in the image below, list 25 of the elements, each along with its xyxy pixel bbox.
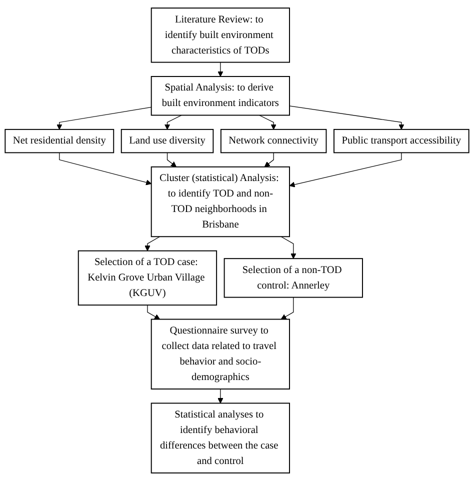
node-box: Net residential density [4,128,114,154]
arrow [218,388,224,404]
arrow [289,106,404,130]
node-box: Public transport accessibility [334,128,470,154]
node-box: Questionnaire survey to collect data related to travel behavior and socio-demographics [150,318,290,390]
node-box: Land use diversity [120,128,214,154]
node-box: Network connectivity [220,128,327,154]
node-box: Selection of a non-TOD control: Annerley [224,258,363,298]
node-box: Selection of a TOD case: Kelvin Grove Urban Village (KGUV) [78,250,218,306]
arrow [166,152,177,168]
arrow [280,236,296,259]
arrow [144,236,160,252]
node-box: Literature Review: to identify built environment characteristics of TODs [150,8,290,63]
node-box: Statistical analyses to identify behavioral differences between the case and control [150,402,290,474]
arrow [259,114,276,130]
node-box: Spatial Analysis: to derive built environment indicators [150,76,290,116]
node-box: Cluster (statistical) Analysis: to identify TOD and non-TOD neighborhoods in Brisbane [150,166,290,238]
arrow [264,152,274,168]
arrow [56,106,152,130]
arrow [147,304,160,320]
arrow [289,152,402,188]
arrow [59,152,152,186]
arrow [218,62,224,77]
arrow [164,114,182,130]
arrow [280,297,294,320]
